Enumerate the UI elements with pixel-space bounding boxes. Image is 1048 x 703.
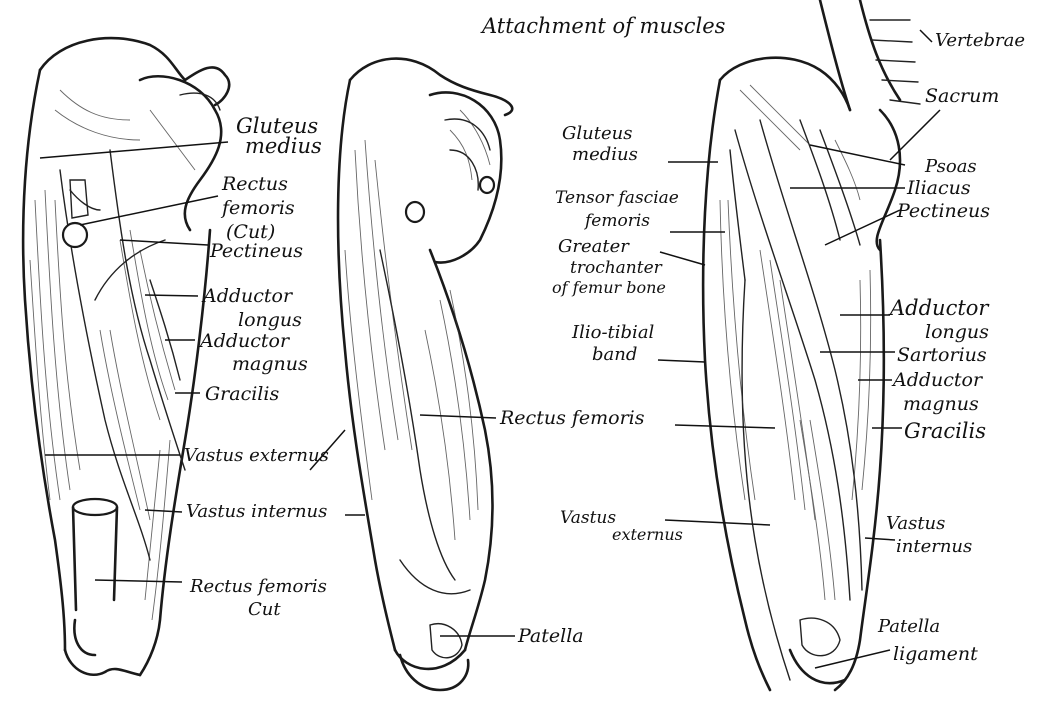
label-adductor-longus: Adductor — [201, 285, 294, 307]
label-patella: Patella — [517, 625, 584, 647]
label-gluteus-medius: medius — [245, 134, 322, 158]
label-rectus-femoris-cut-lower: Cut — [248, 599, 281, 620]
label-rectus-femoris-cut-lower: Rectus femoris — [189, 576, 327, 597]
left-labels: Gluteus medius Rectus femoris (Cut) Pect… — [184, 114, 329, 620]
label-sartorius: Sartorius — [897, 344, 987, 366]
label-patella-ligament: Patella — [877, 616, 940, 637]
label-adductor-magnus: Adductor — [198, 330, 291, 352]
label-adductor-magnus-right: Adductor — [891, 369, 984, 391]
label-pectineus-right: Pectineus — [896, 200, 990, 222]
label-patella-ligament: ligament — [893, 643, 978, 665]
label-ilio-tibial-band: band — [592, 344, 637, 365]
label-adductor-magnus-right: magnus — [903, 393, 979, 415]
label-gluteus-medius-right: medius — [572, 144, 638, 165]
label-rectus-femoris: Rectus femoris — [499, 407, 645, 429]
label-vastus-externus-right: Vastus — [560, 508, 616, 528]
label-psoas: Psoas — [924, 156, 977, 177]
diagram-title: Attachment of muscles — [480, 14, 726, 38]
label-ilio-tibial-band: Ilio-tibial — [571, 322, 655, 343]
label-iliacus: Iliacus — [906, 177, 971, 199]
label-vastus-internus-right: Vastus — [886, 513, 945, 534]
label-greater-trochanter: Greater — [558, 236, 630, 257]
label-adductor-longus-right: longus — [925, 321, 989, 343]
label-greater-trochanter: trochanter — [570, 258, 663, 278]
label-tensor-fasciae: femoris — [583, 211, 650, 231]
label-pectineus: Pectineus — [209, 240, 303, 262]
label-vastus-externus: Vastus externus — [184, 445, 329, 466]
label-adductor-longus-right: Adductor — [888, 296, 990, 320]
right-thigh-drawing — [703, 0, 920, 690]
label-vastus-externus-right: externus — [612, 525, 683, 544]
label-gracilis: Gracilis — [205, 383, 279, 405]
label-adductor-longus: longus — [238, 309, 302, 331]
label-rectus-femoris-cut: Rectus — [221, 173, 288, 195]
label-adductor-magnus: magnus — [232, 353, 308, 375]
label-tensor-fasciae: Tensor fasciae — [555, 188, 679, 208]
label-vertebrae: Vertebrae — [935, 30, 1025, 51]
label-rectus-femoris-cut: femoris — [220, 197, 295, 219]
label-vastus-internus: Vastus internus — [186, 501, 327, 522]
label-vastus-internus-right: internus — [896, 536, 972, 557]
label-sacrum: Sacrum — [925, 85, 999, 107]
label-gracilis-right: Gracilis — [904, 419, 986, 443]
label-greater-trochanter: of femur bone — [552, 278, 666, 297]
middle-thigh-drawing — [338, 59, 512, 690]
label-gluteus-medius-right: Gluteus — [562, 123, 632, 144]
right-labels: Vertebrae Sacrum Gluteus medius Psoas Il… — [552, 30, 1025, 665]
